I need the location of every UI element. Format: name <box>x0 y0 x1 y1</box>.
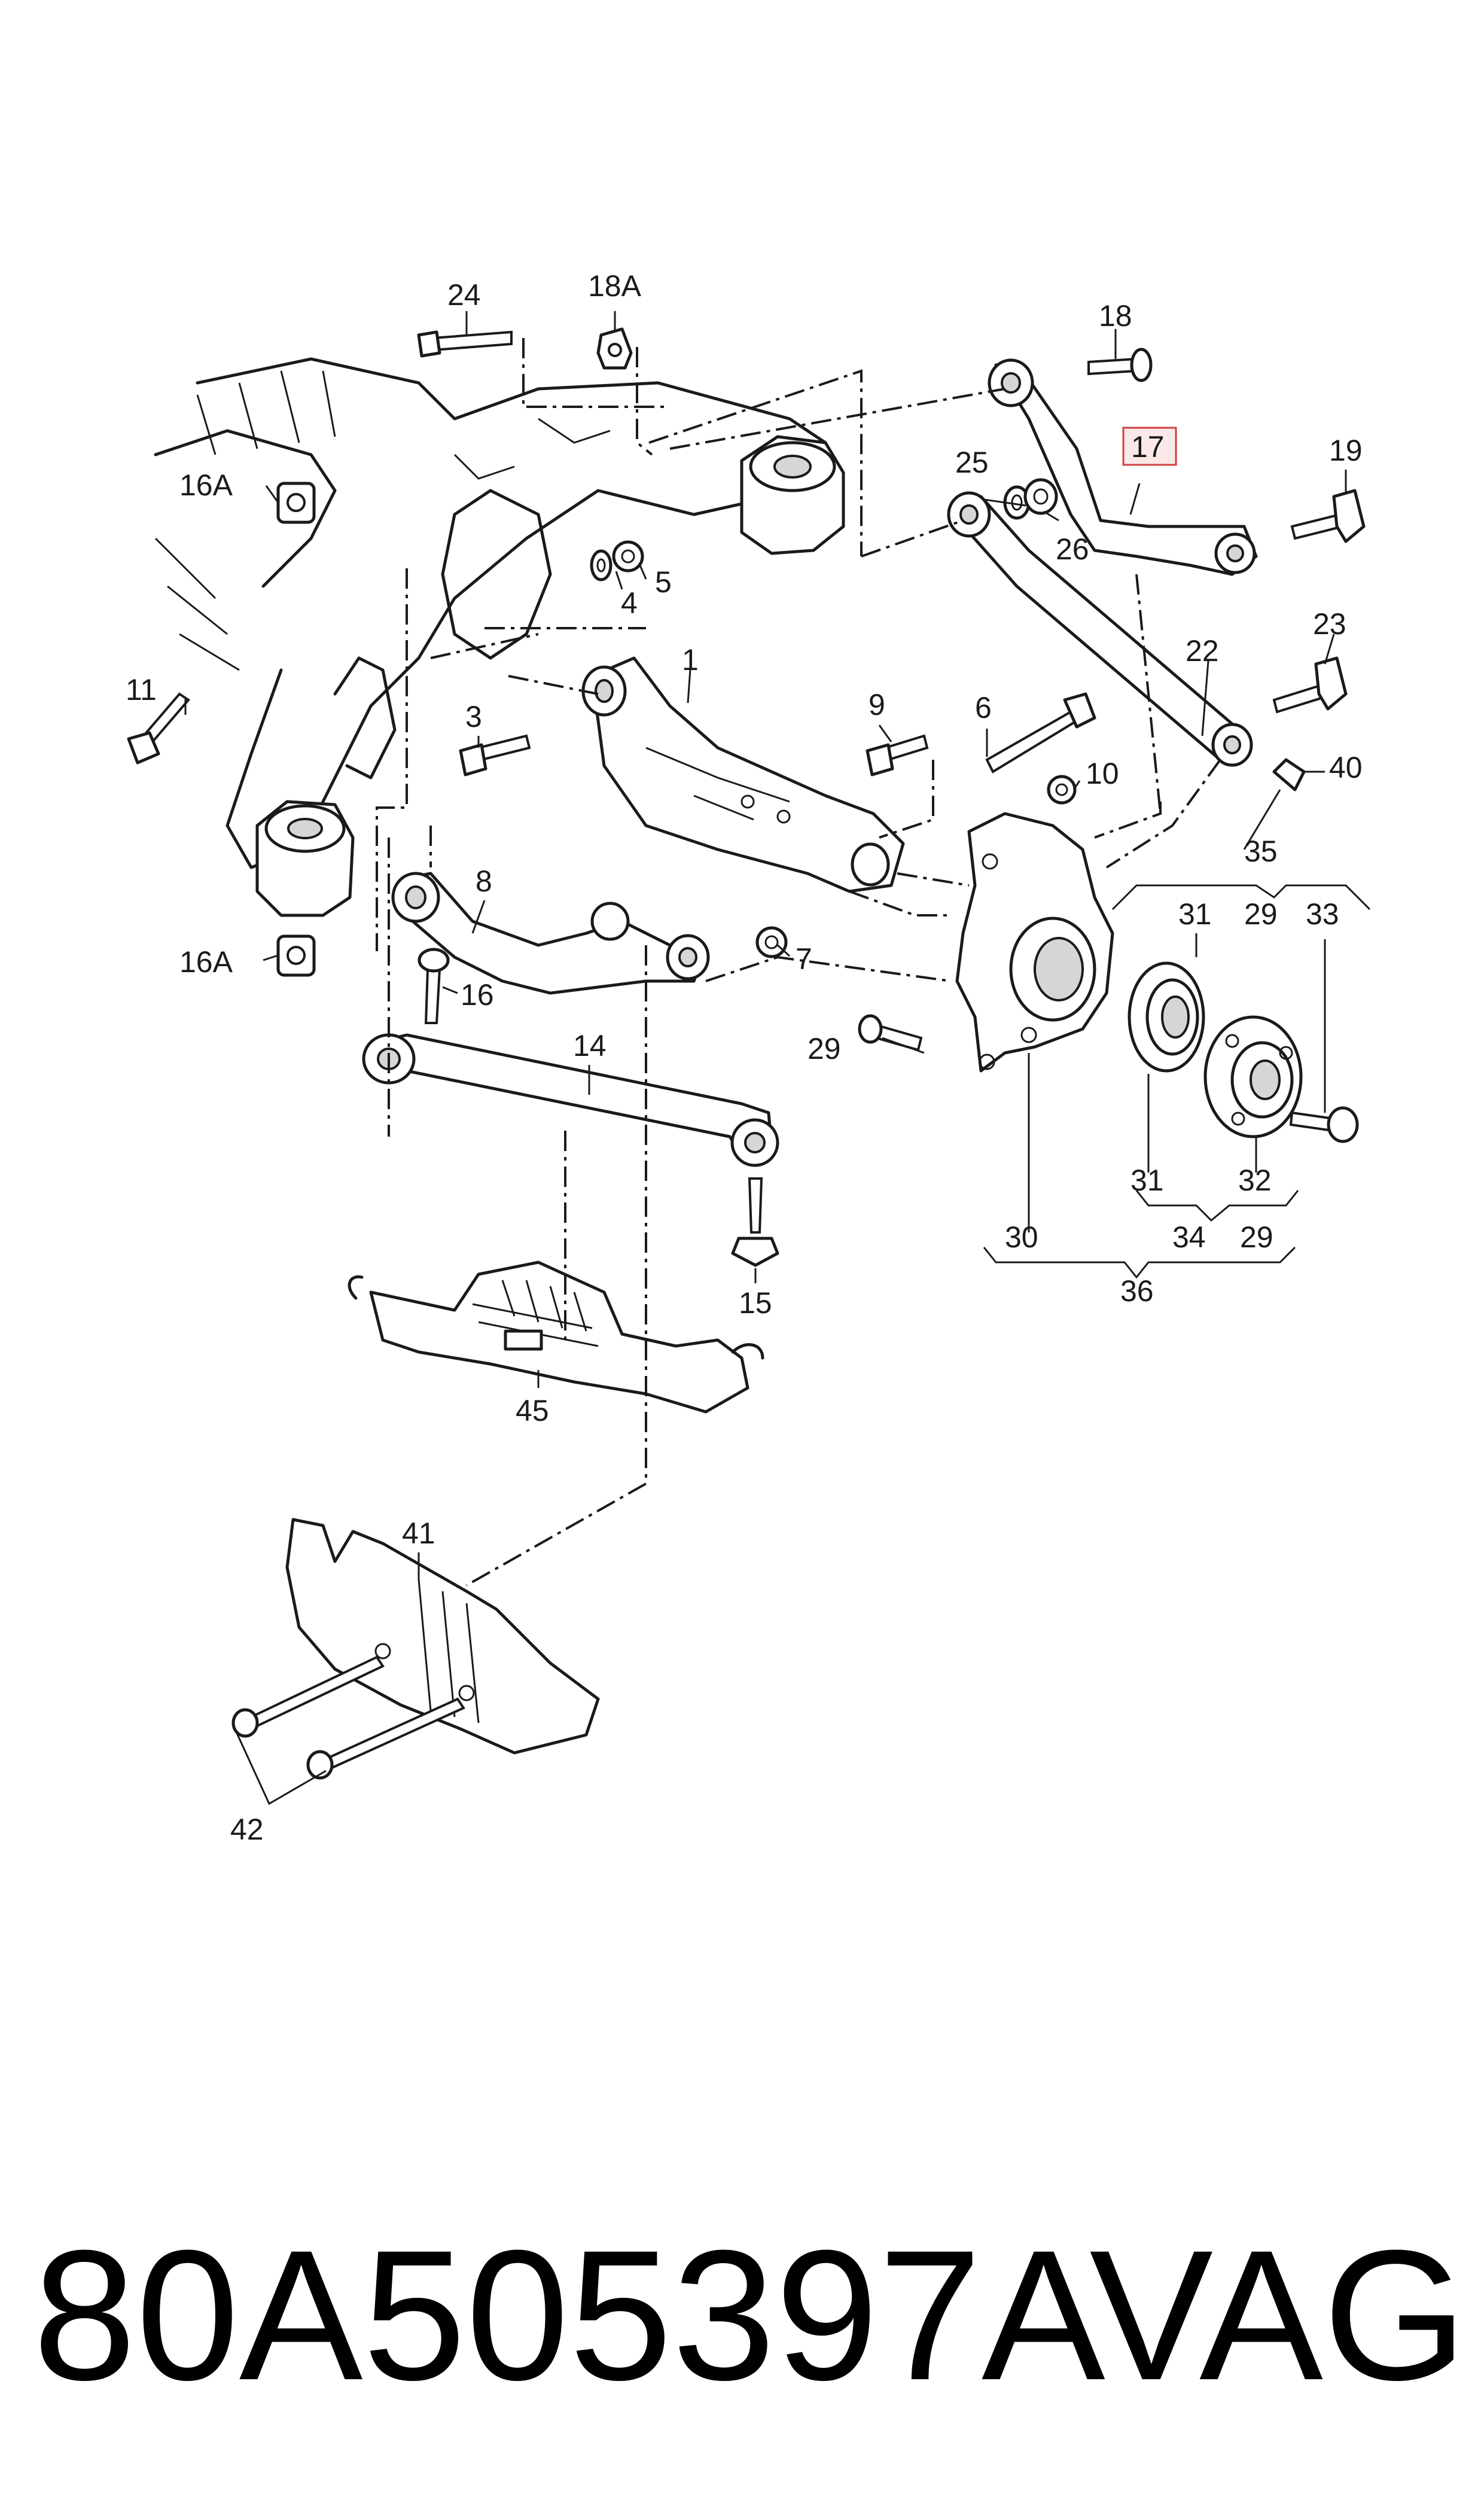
callout-35: 35 <box>1244 835 1278 868</box>
callout-31-bottom: 31 <box>1130 1164 1164 1197</box>
callout-42: 42 <box>230 1813 264 1846</box>
nut-5 <box>612 540 644 573</box>
callout-17: 17 <box>1131 430 1165 464</box>
washer-4 <box>590 549 613 581</box>
callout-24: 24 <box>447 278 481 312</box>
subframe-mount-upper <box>740 435 845 555</box>
bolt-29-left <box>858 1014 923 1052</box>
nut-7 <box>755 926 788 958</box>
bearing-31 <box>1128 961 1205 1073</box>
callout-3: 3 <box>465 700 482 733</box>
callout-22: 22 <box>1186 634 1219 668</box>
bolt-11 <box>127 692 190 765</box>
assembly-lines <box>376 338 1221 1587</box>
callout-25: 25 <box>955 446 989 479</box>
bolt-23 <box>1272 656 1348 714</box>
callout-30: 30 <box>1005 1220 1038 1254</box>
callout-29-group35: 29 <box>1244 897 1278 931</box>
bushing-16a-upper <box>276 482 316 524</box>
callout-18: 18 <box>1099 299 1132 333</box>
link-22 <box>947 491 1253 767</box>
bolts-42 <box>231 1655 465 1780</box>
callout-34: 34 <box>1172 1220 1206 1254</box>
callout-5: 5 <box>655 565 672 599</box>
callout-33: 33 <box>1306 897 1339 931</box>
callout-labels: 24 18A 18 17 19 16A 25 26 5 4 23 22 1 11… <box>126 269 1363 1846</box>
upper-arm-8 <box>391 872 710 995</box>
bolt-15 <box>731 1177 779 1267</box>
bolt-3 <box>459 734 531 777</box>
callout-41: 41 <box>402 1517 435 1550</box>
nut-26 <box>1023 478 1058 515</box>
callout-23: 23 <box>1313 607 1346 641</box>
callout-15: 15 <box>739 1286 772 1320</box>
wheel-bearing-housing-30 <box>955 812 1114 1073</box>
callout-16a-upper: 16A <box>179 468 233 502</box>
nut-10 <box>1047 775 1077 805</box>
bolt-24 <box>417 330 513 358</box>
callout-16a-lower: 16A <box>179 945 233 979</box>
callout-4: 4 <box>621 586 638 620</box>
callout-26: 26 <box>1056 532 1089 566</box>
bolt-18 <box>1087 348 1153 382</box>
callout-7: 7 <box>796 942 812 976</box>
part-number: 80A505397A <box>33 2211 1105 2419</box>
callout-16: 16 <box>461 978 494 1012</box>
nut-18a <box>596 327 633 370</box>
bushing-16a-lower <box>276 934 316 977</box>
shield-41 <box>285 1518 600 1755</box>
wheel-hub-32 <box>1203 1015 1303 1138</box>
callout-31-top: 31 <box>1178 897 1212 931</box>
callout-32: 32 <box>1238 1164 1272 1197</box>
leader-lines <box>184 311 1371 1805</box>
subframe-mount-lower <box>255 800 355 917</box>
upper-link-17 <box>988 358 1258 576</box>
callout-9: 9 <box>869 688 885 721</box>
callout-36: 36 <box>1120 1274 1154 1308</box>
lower-control-arm-1 <box>581 656 905 893</box>
part-17-highlight <box>1122 427 1177 466</box>
callout-29-left: 29 <box>807 1032 841 1065</box>
footer: 80A505397A VAG <box>0 2190 1484 2441</box>
callout-40: 40 <box>1329 751 1363 784</box>
callout-14: 14 <box>573 1029 607 1062</box>
callout-6: 6 <box>975 691 992 724</box>
callout-45: 45 <box>516 1394 549 1427</box>
cover-45 <box>348 1260 764 1414</box>
bolt-19 <box>1290 489 1366 543</box>
callout-8: 8 <box>476 864 492 898</box>
callout-29-group36: 29 <box>1240 1220 1273 1254</box>
callout-10: 10 <box>1086 757 1119 790</box>
callout-19: 19 <box>1329 434 1363 467</box>
callout-1: 1 <box>682 643 699 677</box>
trailing-link-14 <box>362 1033 779 1167</box>
callout-11: 11 <box>126 673 157 707</box>
bolt-6 <box>985 692 1096 774</box>
hub-bolt-33 <box>1289 1106 1359 1143</box>
bolt-9 <box>866 734 929 777</box>
bolt-16 <box>418 948 450 1024</box>
brand-name: VAG <box>1089 2211 1467 2419</box>
callout-18a: 18A <box>588 269 642 303</box>
